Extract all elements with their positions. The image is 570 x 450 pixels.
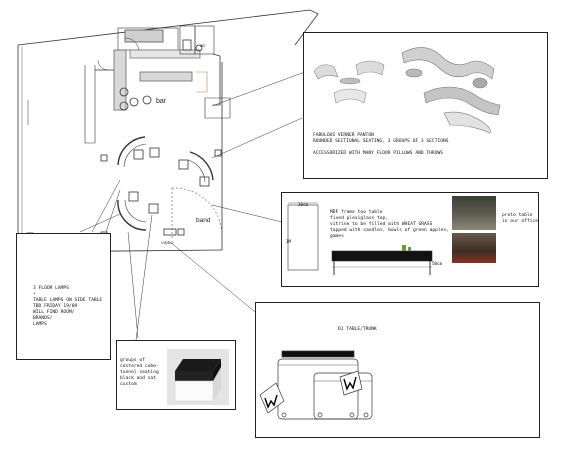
leader-table <box>211 204 283 223</box>
table-description: MDF frame too table fixed plexiglass top… <box>330 210 449 239</box>
cube-seat-image <box>167 349 229 405</box>
angled-outer-wall <box>17 9 319 46</box>
cube-notes: groups of costered cube- tunnel seating … <box>120 358 159 387</box>
seating-callout: FABULOUS VERNER PANTON ROUNDED SECTIONAL… <box>303 32 548 179</box>
band-label: band <box>196 217 211 224</box>
leader-lamps <box>79 179 121 233</box>
seating-caption-line2: ROUNDED SECTIONAL SEATING, 3 GROUPS OF 3… <box>313 139 449 144</box>
cube-seating-callout: groups of costered cube- tunnel seating … <box>116 340 236 410</box>
dim-side-label: 1M <box>286 239 292 244</box>
dj-callout-title: DJ TABLE/TRUNK <box>338 327 377 332</box>
dim-bottom-label: 50cm <box>432 261 443 266</box>
table-callout: 30cm 1M 50cm MDF frame too table fixed p… <box>281 192 539 287</box>
photo-note-line2: in our office <box>502 219 538 224</box>
seating-caption-line3: ACCESSORIZED WITH MANY FLOOR PILLOWS AND… <box>313 151 443 156</box>
video-label: VIDEO <box>161 240 173 245</box>
leader-dj <box>169 241 266 321</box>
bar-label: bar <box>156 98 167 105</box>
lamps-notes: 3 FLOOR LAMPS + TABLE LAMPS ON SIDE TABL… <box>33 286 103 327</box>
wc-label: wc <box>200 43 206 48</box>
seating-group-bottom <box>117 191 159 231</box>
table-elevation-drawing <box>287 202 433 275</box>
prototype-photo-2 <box>452 233 496 263</box>
seating-render-image <box>313 47 501 134</box>
seating-group-right <box>178 151 214 187</box>
leader-seating <box>211 117 303 159</box>
dj-trunk-drawing <box>259 350 373 420</box>
leader-cube <box>127 214 153 341</box>
seating-caption-line1: FABULOUS VERNER PANTON <box>313 133 374 138</box>
prototype-photo-1 <box>452 196 496 230</box>
lamps-callout: 3 FLOOR LAMPS + TABLE LAMPS ON SIDE TABL… <box>16 233 111 360</box>
dim-top-label: 30cm <box>298 202 309 207</box>
photo-note-line1: proto table <box>502 213 533 218</box>
seating-group-top <box>117 136 160 168</box>
dj-table-callout: DJ TABLE/TRUNK <box>255 302 540 438</box>
